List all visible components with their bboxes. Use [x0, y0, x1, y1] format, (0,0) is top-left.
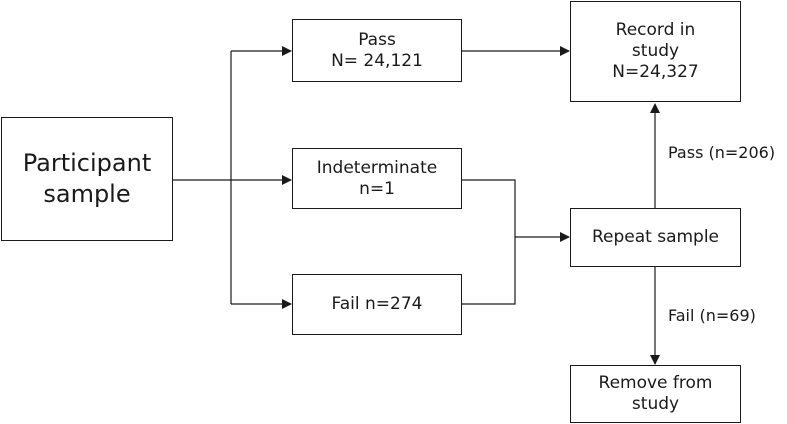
fail-node: Fail n=274 — [292, 274, 462, 335]
pass-node-line-2: N= 24,121 — [331, 50, 423, 71]
record-node-line-3: N=24,327 — [612, 61, 699, 82]
edge-label-repeat-fail: Fail (n=69) — [668, 306, 756, 325]
remove-node-line-1: Remove from — [598, 373, 713, 394]
participant-sample-line-1: Participant — [22, 148, 152, 177]
fail-node-line-1: Fail n=274 — [331, 294, 423, 315]
indeterminate-node-line-1: Indeterminate — [316, 157, 438, 178]
participant-sample-node: Participant sample — [1, 117, 173, 241]
remove-from-study-node: Remove from study — [570, 365, 741, 423]
connector-indeterminate-to-merge — [462, 179, 516, 237]
pass-node: Pass N= 24,121 — [292, 19, 462, 82]
repeat-node-line-1: Repeat sample — [591, 227, 720, 248]
remove-node-line-2: study — [631, 394, 680, 414]
indeterminate-node-line-2: n=1 — [359, 178, 395, 199]
edge-label-repeat-pass: Pass (n=206) — [668, 143, 776, 162]
connector-fail-to-merge — [462, 237, 516, 305]
participant-sample-line-2: sample — [43, 180, 131, 208]
record-in-study-node: Record in study N=24,327 — [570, 1, 741, 102]
repeat-sample-node: Repeat sample — [570, 208, 741, 267]
indeterminate-node: Indeterminate n=1 — [292, 148, 462, 209]
record-node-line-1: Record in — [615, 20, 696, 41]
record-node-line-2: study — [631, 41, 680, 62]
pass-node-line-1: Pass — [358, 29, 396, 50]
